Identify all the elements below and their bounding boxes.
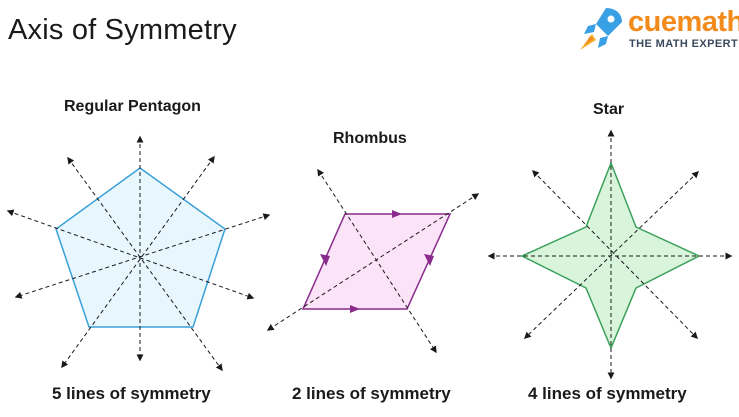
brand-name: cuemath (628, 6, 739, 38)
page-title: Axis of Symmetry (8, 14, 237, 46)
star-axis-diag-2 (523, 171, 700, 339)
star-title: Star (593, 101, 625, 118)
star-caption: 4 lines of symmetry (528, 384, 687, 403)
cuemath-logo (580, 8, 622, 50)
pentagon-figure (6, 135, 271, 372)
pentagon-shape (55, 167, 226, 328)
rhombus-figure (266, 168, 480, 354)
rhombus-caption: 2 lines of symmetry (292, 384, 451, 403)
rhombus-tick-right (424, 254, 434, 266)
pentagon-axis-5 (14, 213, 271, 299)
pentagon-title: Regular Pentagon (64, 98, 201, 115)
rhombus-tick-top (392, 210, 402, 218)
rhombus-tick-bottom (350, 305, 360, 313)
rhombus-title: Rhombus (333, 130, 407, 147)
pentagon-caption: 5 lines of symmetry (52, 384, 211, 403)
rhombus-tick-left (320, 254, 330, 266)
brand-tagline: THE MATH EXPERT (629, 38, 739, 50)
star-figure (487, 129, 733, 380)
rocket-icon (580, 8, 622, 50)
